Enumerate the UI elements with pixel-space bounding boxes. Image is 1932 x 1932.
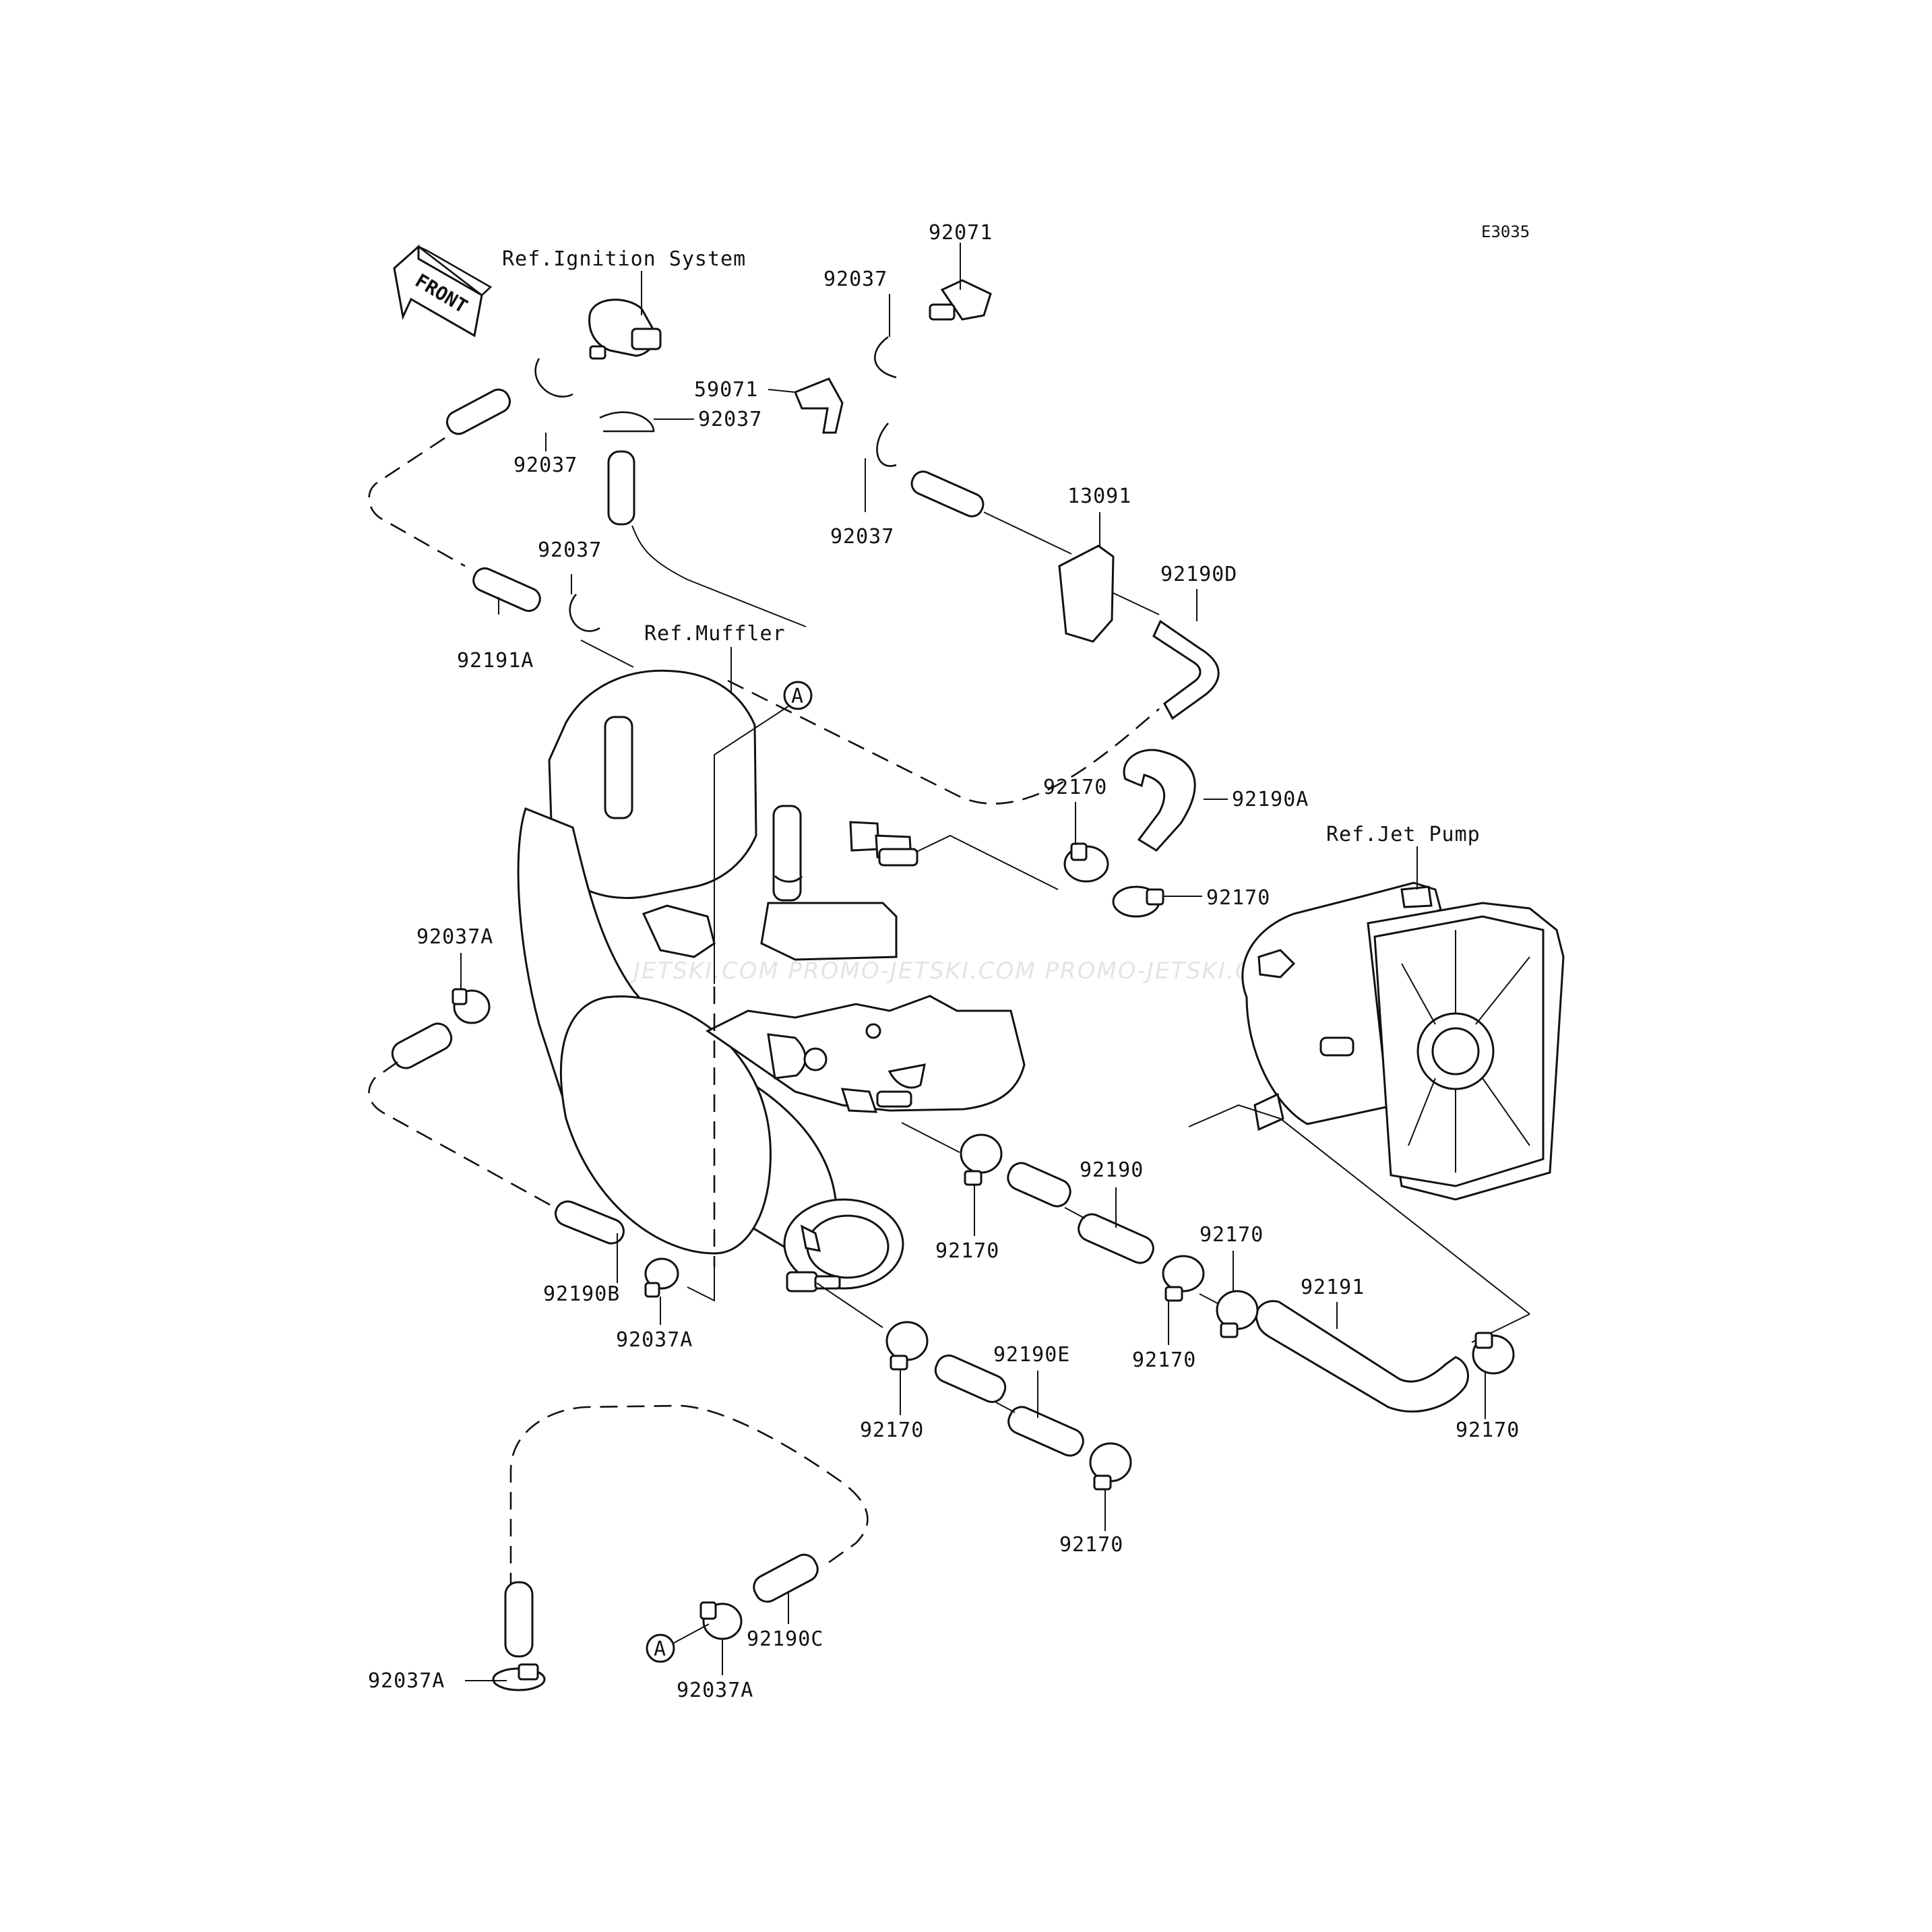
clamp-92037-e: [569, 594, 600, 632]
label-92170-upper-2: 92170: [1206, 886, 1270, 910]
label-92037-muffler: 92037: [538, 538, 602, 562]
label-92191: 92191: [1301, 1276, 1365, 1299]
callout-a-upper: A: [783, 681, 813, 710]
label-92190a: 92190A: [1232, 788, 1309, 811]
clamp-92037-d: [876, 423, 897, 467]
label-92037-left: 92037: [513, 454, 578, 477]
valve-92071: [929, 243, 992, 321]
clamp-92170-low-1: [885, 1321, 929, 1371]
label-92037-ignition: 92037: [698, 408, 762, 431]
line-muffler-right: [916, 834, 1059, 890]
fitting-13091: [1058, 544, 1115, 643]
hose-92190a: [1123, 749, 1196, 852]
label-92037-top: 92037: [823, 268, 887, 291]
leader-lines: [460, 294, 1486, 1681]
ignition-t-fitting: [588, 271, 662, 360]
clamp-92037a-bottom-left: [492, 1663, 546, 1691]
line-upper-vertical: [631, 525, 807, 627]
label-92190b: 92190B: [543, 1282, 620, 1306]
hose-left-small: [391, 1022, 453, 1069]
diagram-code: E3035: [1481, 222, 1530, 241]
line-92190-connector: [1064, 1207, 1086, 1219]
line-center-to-clamp: [687, 1267, 715, 1302]
hose-92190d: [1152, 619, 1220, 720]
clamp-92170-upper-1: [1063, 842, 1109, 883]
label-92190e: 92190E: [993, 1343, 1070, 1367]
label-92037-right: 92037: [830, 525, 894, 549]
hose-92190e-b: [1007, 1406, 1084, 1457]
line-muffler-bottom: [816, 1282, 883, 1328]
hose-92190c: [753, 1553, 819, 1603]
line-muffler-clamp: [580, 640, 634, 668]
hose-upper-right: [910, 470, 985, 518]
label-92190d: 92190D: [1160, 563, 1237, 586]
hose-92190-a: [1007, 1162, 1071, 1208]
label-92037a-center: 92037A: [616, 1328, 693, 1352]
clamp-92170-upper-2: [1112, 885, 1164, 918]
clamp-92170-low-2: [1089, 1442, 1132, 1491]
line-clamp-mid: [901, 1122, 960, 1153]
jet-pump: [1241, 881, 1565, 1201]
label-92190c: 92190C: [747, 1627, 823, 1651]
line-13091: [983, 511, 1072, 555]
label-92190: 92190: [1080, 1158, 1144, 1182]
dashed-route-muffler: [727, 679, 1160, 805]
dashed-route-bottom: [509, 1404, 869, 1590]
label-92191a: 92191A: [457, 649, 534, 673]
dashed-route-left: [368, 1061, 553, 1208]
clamp-92037a-left: [451, 988, 491, 1024]
hose-92190e-a: [934, 1354, 1007, 1403]
clamp-92037a-bottom-center: [699, 1601, 743, 1640]
callout-a-bottom-text: A: [654, 1638, 666, 1661]
watermark: JETSKI.COM PROMO-JETSKI.COM PROMO-JETSKI…: [629, 958, 1293, 985]
label-92170-mid-1: 92170: [935, 1239, 999, 1263]
line-92190d: [1113, 592, 1160, 615]
label-92170-right: 92170: [1456, 1419, 1520, 1442]
clamp-92037-b: [599, 411, 655, 433]
label-92170-mid-3: 92170: [1199, 1223, 1264, 1247]
clamp-92170-mid-2: [1162, 1255, 1205, 1302]
label-92170-low-2: 92170: [1059, 1533, 1123, 1557]
label-13091: 13091: [1067, 485, 1131, 508]
label-92071: 92071: [929, 221, 993, 245]
label-92170-low-1: 92170: [860, 1419, 924, 1442]
hose-92190-b: [1078, 1213, 1154, 1264]
line-jet-pump-bottom: [1188, 1104, 1530, 1315]
clamp-92037a-center: [644, 1257, 679, 1298]
clamp-92170-right: [1472, 1332, 1515, 1375]
label-59071: 59071: [694, 378, 758, 402]
hose-92191: [1255, 1300, 1469, 1413]
hose-upper-left: [446, 388, 511, 435]
label-92037a-bottom-left: 92037A: [368, 1669, 445, 1693]
hose-upper-vertical: [607, 450, 635, 526]
line-callout-a-upper: [714, 706, 789, 984]
line-92190e-connector: [994, 1401, 1016, 1413]
clamp-92037-c: [874, 336, 897, 379]
clamp-92170-mid-1: [960, 1133, 1003, 1186]
ref-ignition-system: Ref.Ignition System: [502, 247, 746, 271]
hose-92191a: [472, 567, 541, 613]
dashed-route-upper: [368, 437, 466, 567]
clamp-92037-a: [534, 358, 573, 398]
clamp-92170-mid-3: [1216, 1290, 1259, 1338]
callout-a-bottom: A: [646, 1623, 710, 1663]
ref-jet-pump: Ref.Jet Pump: [1326, 823, 1481, 846]
callout-a-upper-text: A: [791, 685, 804, 708]
hose-92190b: [555, 1200, 625, 1245]
pipe-59071: [794, 377, 844, 434]
label-92170-mid-2: 92170: [1132, 1348, 1196, 1372]
front-arrow-icon: FRONT: [393, 244, 493, 338]
label-92037a-left: 92037A: [416, 925, 493, 949]
ref-muffler: Ref.Muffler: [644, 622, 786, 646]
muffler-body: [517, 669, 1026, 1292]
hose-bottom-vertical: [504, 1581, 534, 1658]
label-92170-upper-1: 92170: [1043, 776, 1107, 799]
label-92037a-bottom-center: 92037A: [677, 1679, 753, 1702]
